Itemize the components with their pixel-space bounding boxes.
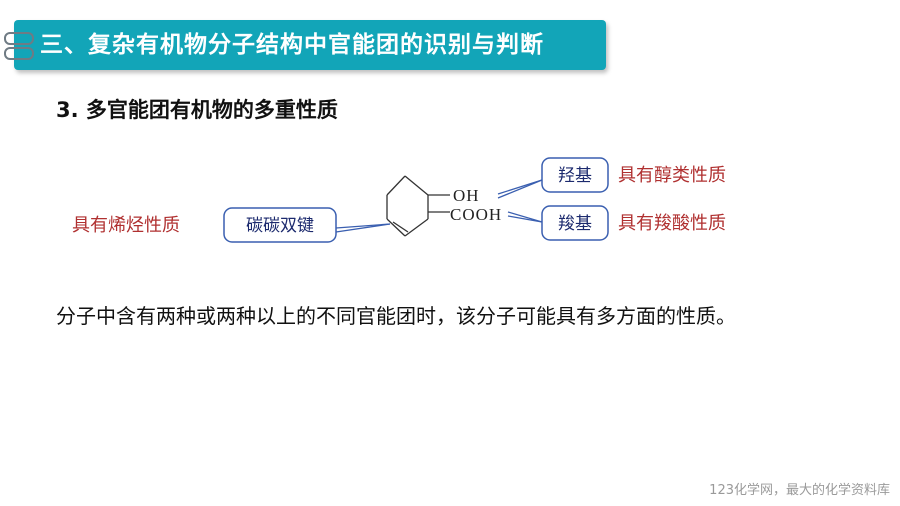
binder-ring <box>4 47 34 60</box>
binder-ring <box>4 32 34 45</box>
section-banner: 三、复杂有机物分子结构中官能团的识别与判断 <box>14 20 606 70</box>
body-text: 分子中含有两种或两种以上的不同官能团时，该分子可能具有多方面的性质。 <box>56 304 736 328</box>
property-alcohol: 具有醇类性质 <box>618 165 726 186</box>
pointer-double-bond-2 <box>335 223 391 233</box>
label-carboxyl: 羧基 <box>558 214 592 234</box>
banner-title: 三、复杂有机物分子结构中官能团的识别与判断 <box>40 32 544 58</box>
group-oh: OH <box>453 186 480 205</box>
pointer-double-bond <box>335 223 391 229</box>
label-box-hydroxyl <box>541 157 609 193</box>
cyclohexene-ring <box>386 175 450 237</box>
watermark: 123化学网，最大的化学资料库 <box>709 483 890 498</box>
label-double-bond: 碳碳双键 <box>246 216 314 236</box>
pointer-hydroxyl-2 <box>497 179 543 199</box>
pointer-carboxyl <box>507 211 543 223</box>
binder-rings-icon <box>4 30 34 62</box>
property-alkene: 具有烯烃性质 <box>72 215 180 236</box>
label-box-double-bond <box>223 207 337 243</box>
group-cooh: COOH <box>450 205 502 224</box>
pointer-carboxyl-2 <box>507 215 543 223</box>
molecule-diagram: OH COOH 碳碳双键 羟基 羧基 具有烯烃性质 具有醇类性质 具有羧酸性质 <box>72 157 726 243</box>
property-acid: 具有羧酸性质 <box>618 213 726 234</box>
label-hydroxyl: 羟基 <box>558 166 592 186</box>
double-bond-line <box>392 221 409 233</box>
label-box-carboxyl <box>541 205 609 241</box>
section-heading: 3. 多官能团有机物的多重性质 <box>56 98 338 122</box>
